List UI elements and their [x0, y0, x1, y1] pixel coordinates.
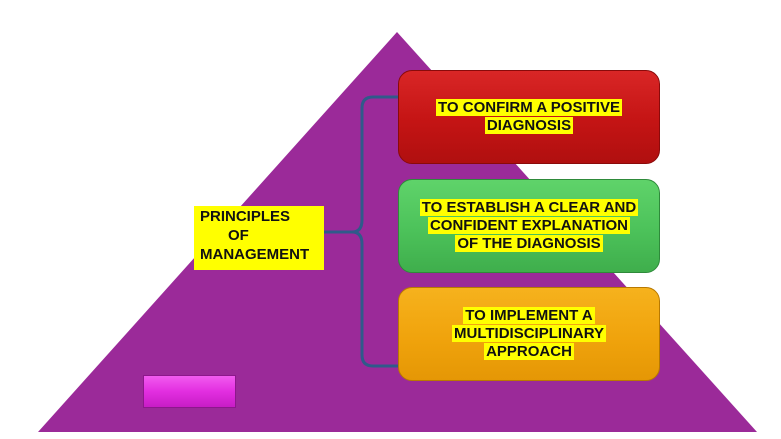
principle-box-multidisciplinary-approach: TO IMPLEMENT A MULTIDISCIPLINARY APPROAC…: [398, 287, 660, 381]
bracket-connector: [322, 95, 400, 368]
magenta-accent-rectangle: [143, 375, 236, 408]
principle-box-confirm-diagnosis: TO CONFIRM A POSITIVE DIAGNOSIS: [398, 70, 660, 164]
principle-box-establish-explanation: TO ESTABLISH A CLEAR AND CONFIDENT EXPLA…: [398, 179, 660, 273]
principle-2-line-1: TO ESTABLISH A CLEAR AND: [419, 199, 639, 216]
principle-2-line-3: OF THE DIAGNOSIS: [455, 235, 603, 252]
principles-of-management-label: PRINCIPLES OF MANAGEMENT: [194, 206, 324, 270]
principle-3-line-3: APPROACH: [484, 343, 574, 360]
principle-3-line-1: TO IMPLEMENT A: [463, 307, 595, 324]
center-label-line-1: PRINCIPLES: [200, 208, 291, 225]
principle-2-line-2: CONFIDENT EXPLANATION: [427, 217, 631, 234]
center-label-line-3: MANAGEMENT: [200, 245, 310, 263]
principle-3-line-2: MULTIDISCIPLINARY: [452, 325, 606, 342]
principle-1-line-2: DIAGNOSIS: [484, 117, 574, 134]
principle-1-line-1: TO CONFIRM A POSITIVE: [436, 99, 622, 116]
center-label-line-2: OF: [228, 226, 249, 244]
